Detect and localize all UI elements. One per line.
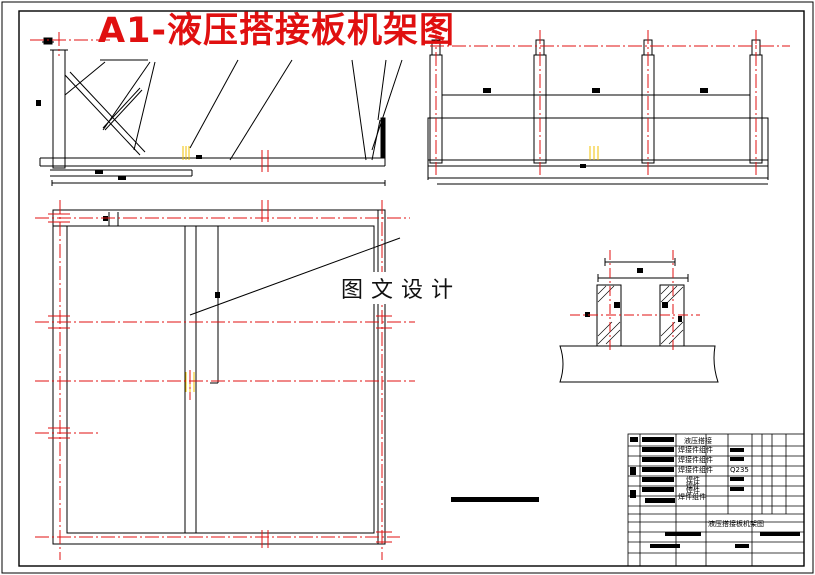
drawing-title: A1-液压搭接板机架图	[98, 11, 455, 51]
front-view-dim-mark-1	[95, 170, 103, 174]
front-view-dim-mark-2	[118, 176, 126, 180]
bom-label-4: 焊接件组件	[678, 466, 713, 474]
top-view-break-marks	[48, 200, 392, 548]
title-block-material: Q235	[730, 466, 749, 474]
front-view-highlight	[182, 146, 190, 160]
section-detail-marks	[585, 268, 682, 322]
front-view-centerlines	[30, 32, 110, 56]
front-view-dim-mark-3	[196, 155, 202, 159]
sheet-inner-border	[18, 10, 805, 567]
side-view-highlight	[589, 146, 599, 160]
section-hatching	[597, 285, 684, 345]
front-view-tag	[36, 100, 41, 106]
front-view	[39, 37, 403, 186]
side-view	[427, 39, 769, 185]
side-view-marks	[483, 88, 708, 168]
title-block-drawing-name: 液压搭接板机架图	[708, 520, 764, 528]
bom-label-5: 焊件	[686, 476, 700, 484]
side-view-centerlines	[430, 30, 790, 175]
bom-label-3: 焊接件组件	[678, 456, 713, 464]
bom-label-2: 焊接件组件	[678, 446, 713, 454]
top-view	[52, 209, 401, 545]
bom-label-1: 液压搭接	[684, 437, 712, 445]
watermark-text: 图文设计	[337, 272, 466, 304]
bom-label-7: 焊件	[686, 487, 700, 495]
bom-label-6: 焊件	[686, 482, 700, 490]
top-view-centerlines	[35, 200, 415, 560]
section-detail	[559, 258, 719, 383]
section-centerlines	[570, 250, 700, 350]
top-view-marks	[103, 216, 220, 298]
title-block-fills	[630, 437, 800, 548]
bom-label-8: 焊件组件	[678, 493, 706, 501]
notes-heading-bar	[451, 497, 539, 502]
